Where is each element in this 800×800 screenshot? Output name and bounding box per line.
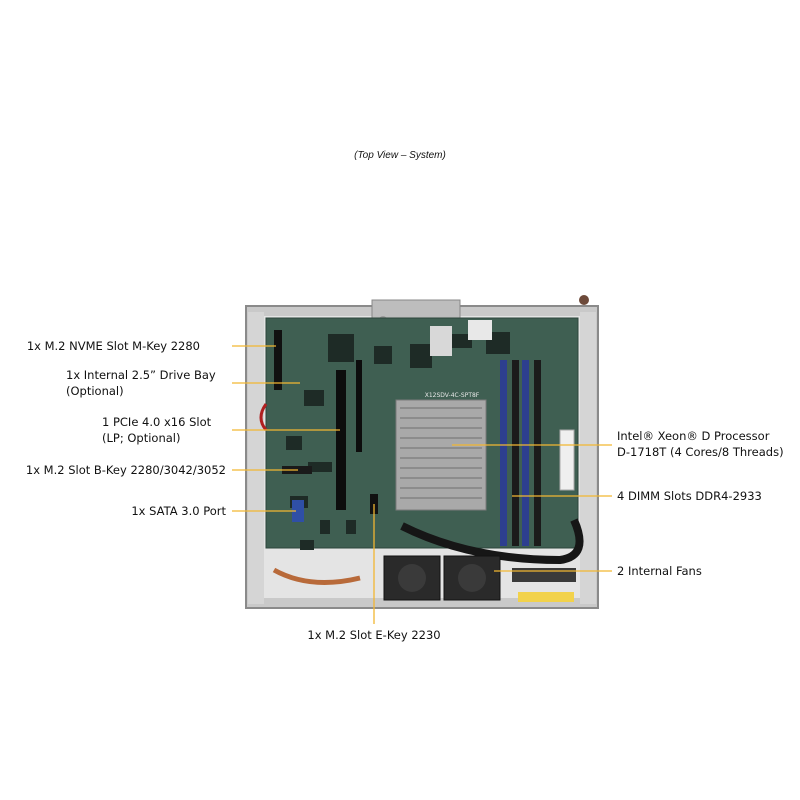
callout-line: Intel® Xeon® D Processor [617, 429, 770, 443]
red-wire [259, 403, 268, 431]
dimm-slots [500, 360, 541, 546]
callout-line: D-1718T (4 Cores/8 Threads) [617, 445, 784, 459]
black-cable [400, 518, 584, 565]
callout-internal-fans: 2 Internal Fans [617, 563, 702, 579]
pcie-slot-2 [356, 360, 362, 452]
figure-caption: (Top View – System) [354, 150, 446, 161]
fan-right-hub [458, 564, 486, 592]
power-connector [579, 295, 589, 305]
callout-dimm-slots: 4 DIMM Slots DDR4-2933 [617, 488, 762, 504]
callout-m2-bkey-slot: 1x M.2 Slot B-Key 2280/3042/3052 [26, 462, 226, 478]
leader-lines [232, 345, 612, 624]
callout-cpu: Intel® Xeon® D Processor D-1718T (4 Core… [617, 428, 784, 460]
callout-line: (LP; Optional) [102, 431, 181, 445]
callout-line: 1x M.2 Slot E-Key 2230 [307, 628, 441, 642]
callout-line: 1 PCIe 4.0 x16 Slot [102, 415, 212, 429]
callout-line: 1x Internal 2.5” Drive Bay [66, 368, 216, 382]
callout-line: 1x M.2 NVME Slot M-Key 2280 [26, 339, 200, 353]
left-wall [248, 312, 264, 604]
callout-m2-ekey-slot: 1x M.2 Slot E-Key 2230 [254, 627, 494, 643]
right-wall [580, 312, 596, 604]
board-silkscreen: X12SDV-4C-SPT8F [425, 392, 480, 399]
callout-m2-nvme-slot: 1x M.2 NVME Slot M-Key 2280 [27, 338, 200, 354]
power-header [559, 429, 575, 491]
pcie-x16-slot [336, 370, 346, 510]
heatsink-fins [400, 407, 482, 499]
callout-line: 1x SATA 3.0 Port [131, 504, 226, 518]
heatspreader-small [430, 326, 452, 356]
m2-nvme-slot [274, 330, 282, 390]
callout-sata-port: 1x SATA 3.0 Port [131, 503, 226, 519]
port-block [468, 320, 492, 340]
fan-warning-label [518, 592, 574, 602]
callout-pcie-slot: 1 PCIe 4.0 x16 Slot (LP; Optional) [102, 414, 211, 446]
callout-line: 2 Internal Fans [617, 564, 702, 578]
callout-line: 4 DIMM Slots DDR4-2933 [617, 489, 762, 503]
callout-line: (Optional) [66, 384, 124, 398]
callout-line: 1x M.2 Slot B-Key 2280/3042/3052 [25, 463, 226, 477]
callout-drive-bay: 1x Internal 2.5” Drive Bay (Optional) [66, 367, 216, 399]
sata-port [292, 500, 304, 522]
ribbon-cable [272, 567, 361, 585]
cpu-heatsink [395, 399, 487, 511]
fan-bracket [512, 568, 576, 582]
fan-left-hub [398, 564, 426, 592]
